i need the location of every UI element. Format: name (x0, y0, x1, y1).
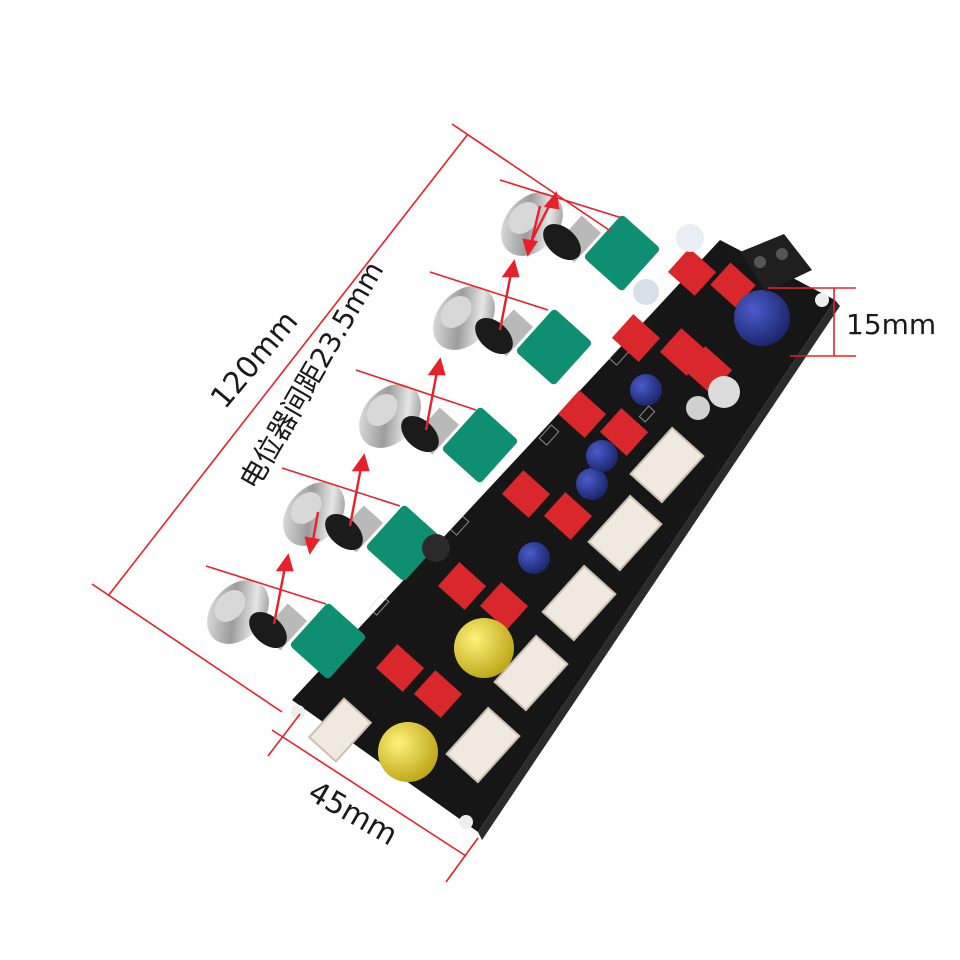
pot-spacing-guide (355, 369, 477, 411)
electrolytic-capacitor (518, 542, 550, 574)
pot-spacing-guide (429, 271, 549, 311)
electrolytic-capacitor (676, 224, 704, 252)
potentiometer (359, 384, 518, 483)
electrolytic-capacitors (378, 224, 790, 782)
pot-spacing-arrows (272, 191, 560, 625)
pcb-board-edge (478, 300, 840, 840)
film-capacitor (437, 562, 487, 610)
electrolytic-capacitor (378, 722, 438, 782)
length-dimension-line (107, 133, 469, 597)
connector (629, 426, 705, 504)
film-capacitors (375, 248, 756, 718)
film-capacitor (611, 314, 661, 362)
electrolytic-capacitor (630, 374, 662, 406)
film-capacitor (667, 248, 717, 296)
electrolytic-capacitor (708, 376, 740, 408)
potentiometer (207, 580, 366, 679)
mounting-hole (459, 815, 473, 829)
connector (587, 494, 663, 572)
connector (541, 564, 617, 642)
film-capacitor (710, 262, 756, 308)
film-capacitor (557, 390, 607, 438)
terminal-block (740, 234, 812, 292)
length-extension-line (91, 583, 283, 713)
mounting-hole (815, 293, 829, 307)
connector (445, 706, 521, 784)
film-capacitor (375, 644, 425, 692)
length-extension-line (451, 123, 613, 233)
connector (307, 697, 373, 763)
dimension-annotations (91, 123, 856, 883)
electrolytic-capacitor (734, 290, 790, 346)
electrolytic-capacitor (686, 396, 710, 420)
film-capacitor (543, 492, 593, 540)
connector (493, 634, 569, 712)
film-capacitor (501, 470, 551, 518)
electrolytic-capacitor (576, 468, 608, 500)
potentiometer-row (207, 192, 660, 679)
mounting-hole (291, 705, 305, 719)
film-capacitor (599, 408, 649, 456)
electrolytic-capacitor (586, 440, 618, 472)
potentiometer (283, 482, 442, 581)
pot-spacing-guide (205, 565, 327, 605)
electrolytic-capacitor (422, 534, 450, 562)
potentiometer (433, 286, 592, 385)
height-label: 15mm (846, 308, 936, 341)
film-capacitor (413, 670, 463, 718)
width-dimension-line (271, 729, 467, 857)
connector-row (307, 426, 705, 784)
pot-spacing-guide (499, 179, 623, 219)
electrolytic-capacitor (633, 279, 659, 305)
width-extension-line (267, 713, 301, 757)
pot-spacing-guide (281, 467, 401, 507)
film-capacitor (479, 582, 529, 630)
width-label: 45mm (302, 774, 403, 853)
width-extension-line (445, 837, 479, 883)
electrolytic-capacitor (454, 618, 514, 678)
